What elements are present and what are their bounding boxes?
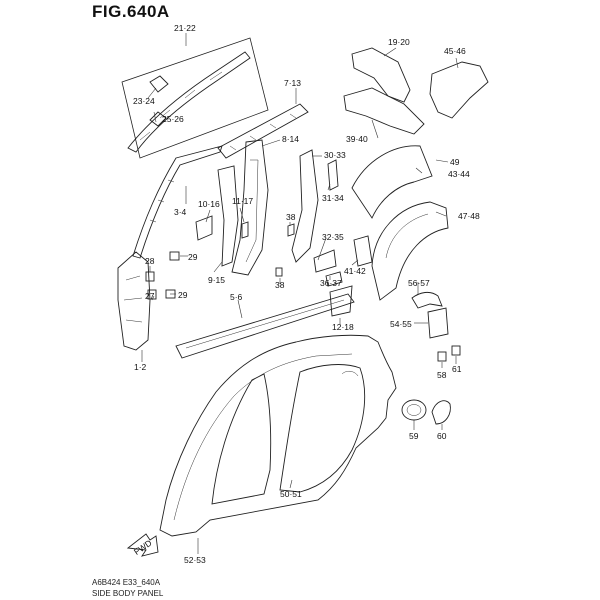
callout-52-53: 52·53 [184, 555, 206, 565]
callout-8-14: 8·14 [282, 134, 299, 144]
callout-56-57: 56·57 [408, 278, 430, 288]
callout-60: 60 [437, 431, 447, 441]
callout-58: 58 [437, 370, 447, 380]
callout-7-13: 7·13 [284, 78, 301, 88]
c-pillar-pieces [287, 149, 339, 273]
callout-28: 28 [145, 256, 155, 266]
callout-59: 59 [409, 431, 419, 441]
callout-29-upper: 29 [188, 252, 198, 262]
callout-49: 49 [450, 157, 460, 167]
callout-19-20: 19·20 [388, 37, 410, 47]
callout-12-18: 12·18 [332, 322, 354, 332]
callout-43-44: 43·44 [448, 169, 470, 179]
callout-23-24: 23·24 [133, 96, 155, 106]
footer-figure-name: SIDE BODY PANEL [92, 589, 164, 598]
quarter-inner-lower [325, 235, 373, 317]
callout-36-37: 36·37 [320, 278, 342, 288]
callout-5-6: 5·6 [230, 292, 243, 302]
callout-labels: 21·22 23·24 25·26 7·13 8·14 19·20 45·46 … [133, 23, 480, 565]
callout-47-48: 47·48 [458, 211, 480, 221]
callout-11-17: 11·17 [232, 196, 253, 206]
side-body-outer [159, 334, 397, 537]
roof-side-inner [217, 103, 309, 159]
figure-title: FIG.640A [92, 2, 170, 21]
fuel-filler-parts [411, 291, 449, 339]
callout-21-22: 21·22 [174, 23, 196, 33]
b-pillar-inner [195, 165, 249, 267]
callout-38-upper: 38 [286, 212, 296, 222]
side-sill [175, 293, 355, 359]
callout-3-4: 3·4 [174, 207, 187, 217]
callout-29-lower: 29 [178, 290, 188, 300]
quarter-inner-upper [343, 47, 489, 135]
callout-27: 27 [145, 291, 155, 301]
callout-41-42: 41·42 [344, 266, 366, 276]
a-pillar-upper [132, 145, 223, 259]
callout-61: 61 [452, 364, 462, 374]
callout-31-34: 31·34 [322, 193, 344, 203]
fwd-arrow: FWD [126, 533, 159, 557]
callout-45-46: 45·46 [444, 46, 466, 56]
callout-30-33: 30·33 [324, 150, 346, 160]
callout-1-2: 1·2 [134, 362, 147, 372]
fuel-filler-door [401, 399, 451, 425]
callout-32-35: 32·35 [322, 232, 344, 242]
small-clips [145, 251, 461, 362]
callout-54-55: 54·55 [390, 319, 412, 329]
callout-9-15: 9·15 [208, 275, 225, 285]
callout-10-16: 10·16 [198, 199, 220, 209]
b-pillar-outer [231, 139, 269, 276]
callout-50-51: 50·51 [280, 489, 302, 499]
front-hinge-pillar [117, 251, 151, 351]
callout-38-lower: 38 [275, 280, 285, 290]
callout-39-40: 39·40 [346, 134, 368, 144]
roof-rail-inset [121, 37, 269, 159]
footer-figure-code: A6B424 E33_640A [92, 578, 161, 587]
callout-25-26: 25·26 [162, 114, 184, 124]
rear-wheelhouse [351, 145, 449, 301]
leader-lines [141, 33, 459, 554]
